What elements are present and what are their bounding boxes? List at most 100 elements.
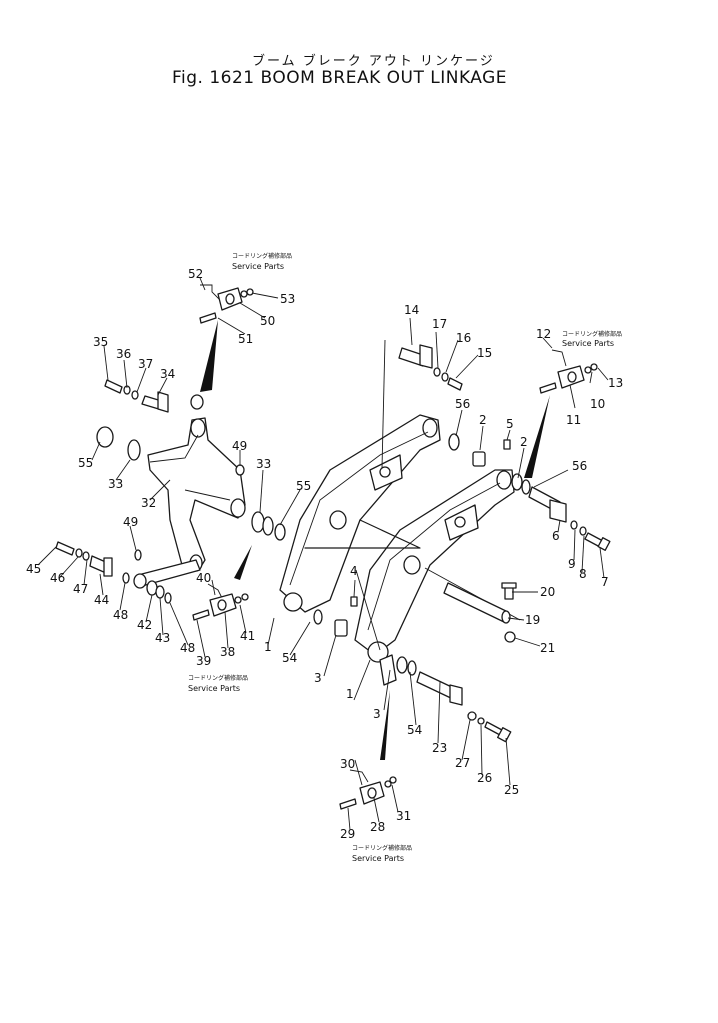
arrow-kit-12 [524,395,550,478]
callout-44: 44 [94,593,109,607]
callout-8: 8 [579,567,587,581]
callout-38: 38 [220,645,235,659]
callout-46: 46 [50,571,65,585]
service-kit-en-1: Service Parts [232,262,284,271]
seal-54 [313,609,323,625]
grease-fitting-5 [503,439,511,450]
callout-20: 20 [540,585,555,599]
washer-48 [122,572,130,584]
callout-1-lower: 1 [346,687,354,701]
callout-27: 27 [455,756,470,770]
washer-9 [570,520,578,530]
boom-link-rear [279,414,441,613]
lock-washer-47 [82,551,90,561]
bolt-25 [484,721,512,743]
service-kit-30: コードリング補修部品 Service Parts [339,769,412,863]
service-kit-jp-3: コードリング補修部品 [562,330,622,338]
callout-42: 42 [137,618,152,632]
leader-lines [37,277,609,831]
callout-28: 28 [370,820,385,834]
callout-39: 39 [196,654,211,668]
callout-21: 21 [540,641,555,655]
washer-17 [433,367,441,377]
callout-50: 50 [260,314,275,328]
callout-3-lower: 3 [373,707,381,721]
seal-43 [155,585,165,599]
callout-41: 41 [240,629,255,643]
callout-40: 40 [196,571,211,585]
callout-9: 9 [568,557,576,571]
callout-54-lower: 54 [407,723,422,737]
pin-34 [141,391,169,413]
bushing-33 [127,439,141,461]
callout-56-right: 56 [572,459,587,473]
callout-12: 12 [536,327,551,341]
bellcrank-lever [147,417,246,572]
callout-16: 16 [456,331,471,345]
callout-33-right: 33 [256,457,271,471]
bolt-20 [501,582,517,600]
arrow-kit-52 [200,320,218,392]
seal-56 [448,433,460,451]
pin-44 [89,555,113,577]
callout-6: 6 [552,529,560,543]
callout-2-lower: 2 [520,435,528,449]
service-kit-jp-4: コードリング補修部品 [352,844,412,852]
nut-21 [504,631,516,643]
bushing-2 [472,451,486,467]
callout-34: 34 [160,367,175,381]
callout-49-upper: 49 [232,439,247,453]
seal-55 [96,426,114,448]
callout-49-lower: 49 [123,515,138,529]
boom-link-front [354,469,515,663]
pin-19 [443,582,511,624]
seal-54-lower [396,656,408,674]
service-kit-52: コードリング補修部品 Service Parts [199,252,292,324]
service-kit-jp-1: コードリング補修部品 [232,252,292,260]
callout-11: 11 [566,413,581,427]
grease-fitting-49 [235,464,245,476]
callout-33-left: 33 [108,477,123,491]
figure-title: Fig. 1621 BOOM BREAK OUT LINKAGE [172,68,508,88]
callout-7: 7 [601,575,609,589]
bushing-2b [511,473,523,491]
arrow-kit-40 [234,545,252,580]
callout-17: 17 [432,317,447,331]
callout-48-right: 48 [180,641,195,655]
callout-31: 31 [396,809,411,823]
seal-54-lower-b [407,660,417,676]
callout-36: 36 [116,347,131,361]
callout-23: 23 [432,741,447,755]
callout-51: 51 [238,332,253,346]
seal-56b [521,479,531,495]
figure-title-japanese: ブーム ブレーク アウト リンケージ [252,54,495,69]
service-kit-en-3: Service Parts [562,339,614,348]
service-kit-jp-2: コードリング補修部品 [188,674,248,682]
arrow-kit-30 [380,690,390,760]
lock-washer-16 [441,372,449,382]
service-kit-12: コードリング補修部品 Service Parts [539,330,622,394]
service-kit-40: コードリング補修部品 Service Parts [188,583,249,693]
callout-47: 47 [73,582,88,596]
callout-14: 14 [404,303,419,317]
service-kit-en-4: Service Parts [352,854,404,863]
callout-10: 10 [590,397,605,411]
washer-48b [164,592,172,604]
callout-30: 30 [340,757,355,771]
service-kit-en-2: Service Parts [188,684,240,693]
callout-45: 45 [26,562,41,576]
grease-fitting-49b [134,549,142,561]
bolt-7 [584,532,611,551]
callout-43: 43 [155,631,170,645]
washer-37 [131,390,139,400]
bushing-33c [262,516,274,536]
washer-27 [467,711,477,721]
seal-55b [274,523,286,541]
callout-55-left: 55 [78,456,93,470]
callout-35: 35 [93,335,108,349]
bolt-45 [55,541,75,556]
callout-25: 25 [504,783,519,797]
bolt-35 [104,379,123,394]
washer-46 [75,548,83,558]
